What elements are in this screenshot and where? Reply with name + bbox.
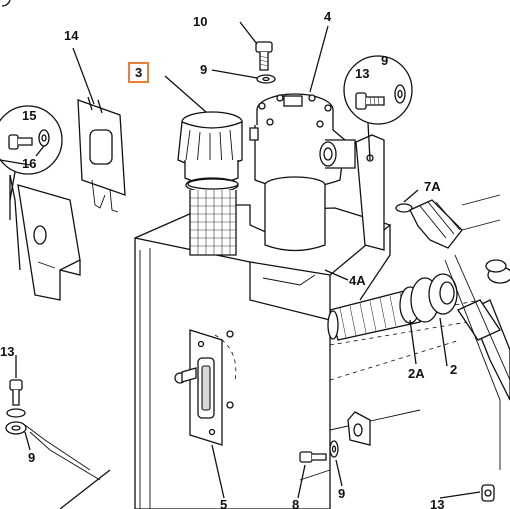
callout-13-top[interactable]: 13: [355, 66, 369, 81]
filter-head-4: [249, 93, 356, 252]
callout-9-bottom[interactable]: 9: [338, 486, 345, 501]
callout-7A[interactable]: 7A: [424, 179, 441, 194]
left-bracket: [0, 159, 81, 301]
gasket-plate-14: [77, 96, 126, 213]
bolt-13-left: [5, 379, 111, 509]
lower-bracket: [347, 411, 371, 446]
callout-16[interactable]: 16: [22, 156, 36, 171]
washer-9-bottom: [329, 440, 339, 458]
highlighted-callout-frame: [128, 62, 149, 83]
return-hoses: [444, 254, 510, 502]
callout-4[interactable]: 4: [324, 9, 332, 24]
callout-9-top-right[interactable]: 9: [381, 53, 388, 68]
callout-4A[interactable]: 4A: [349, 273, 366, 288]
callout-3[interactable]: 3: [135, 65, 142, 80]
bolt-15: [8, 129, 50, 150]
callout-10[interactable]: 10: [193, 14, 207, 29]
elbow-fitting-7A: [395, 194, 501, 249]
hydraulic-tank: [134, 204, 481, 509]
sight-gauge-5: [174, 329, 234, 446]
o-ring: [187, 178, 239, 190]
callout-9-left[interactable]: 9: [28, 450, 35, 465]
bolt-13-top: [355, 84, 406, 110]
callout-5[interactable]: 5: [220, 497, 227, 509]
callout-2A[interactable]: 2A: [408, 366, 425, 381]
suction-strainer-2: [327, 273, 458, 341]
callout-15[interactable]: 15: [22, 108, 36, 123]
callout-2[interactable]: 2: [450, 362, 457, 377]
callout-14[interactable]: 14: [64, 28, 79, 43]
callout-13-left[interactable]: 13: [0, 344, 14, 359]
bolt-10: [255, 41, 273, 71]
detail-circle-15-16: [0, 105, 63, 201]
washer-9-top: [256, 74, 276, 84]
callout-9-top[interactable]: 9: [200, 62, 207, 77]
bolt-8: [299, 451, 327, 463]
leader-lines: [15, 21, 481, 499]
callout-13-bottom[interactable]: 13: [430, 497, 444, 509]
callout-8[interactable]: 8: [292, 497, 299, 509]
partial-circle-mark: [1, 0, 11, 7]
detail-circle-13-9: [343, 55, 413, 161]
